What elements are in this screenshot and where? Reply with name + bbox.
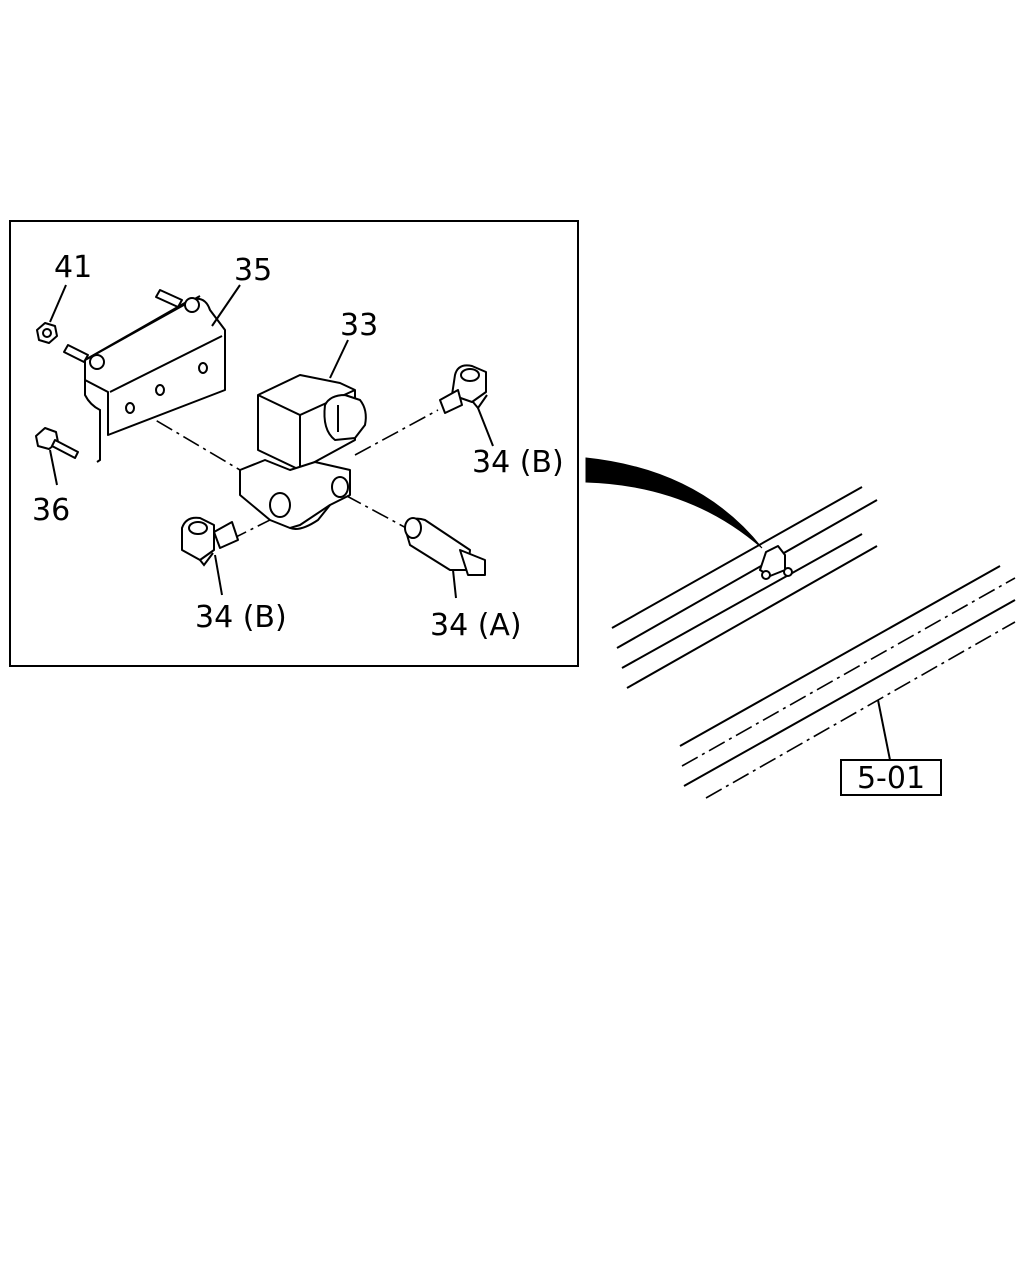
location-pointer <box>585 457 763 549</box>
callout-34b-lower: 34 (B) <box>195 600 287 635</box>
callout-36: 36 <box>32 493 70 528</box>
callout-34b-upper: 34 (B) <box>472 445 564 480</box>
callout-35: 35 <box>234 253 272 288</box>
reference-label: 5-01 <box>857 761 925 796</box>
elbow-fitting-lower <box>181 516 239 567</box>
solenoid-valve <box>239 374 367 530</box>
nut-part <box>36 322 58 344</box>
detail-frame <box>9 220 579 667</box>
valve-location-mark <box>759 545 793 580</box>
callout-33: 33 <box>340 308 378 343</box>
leader-lines <box>49 284 494 599</box>
reference-box <box>840 759 942 796</box>
frame-rails <box>611 486 1016 799</box>
mounting-bracket <box>63 289 226 463</box>
straight-fitting <box>404 517 486 576</box>
callout-41: 41 <box>54 250 92 285</box>
callout-34a: 34 (A) <box>430 608 522 643</box>
reference-leader <box>877 699 891 761</box>
bolt-part <box>35 427 79 459</box>
elbow-fitting-upper <box>439 364 488 414</box>
